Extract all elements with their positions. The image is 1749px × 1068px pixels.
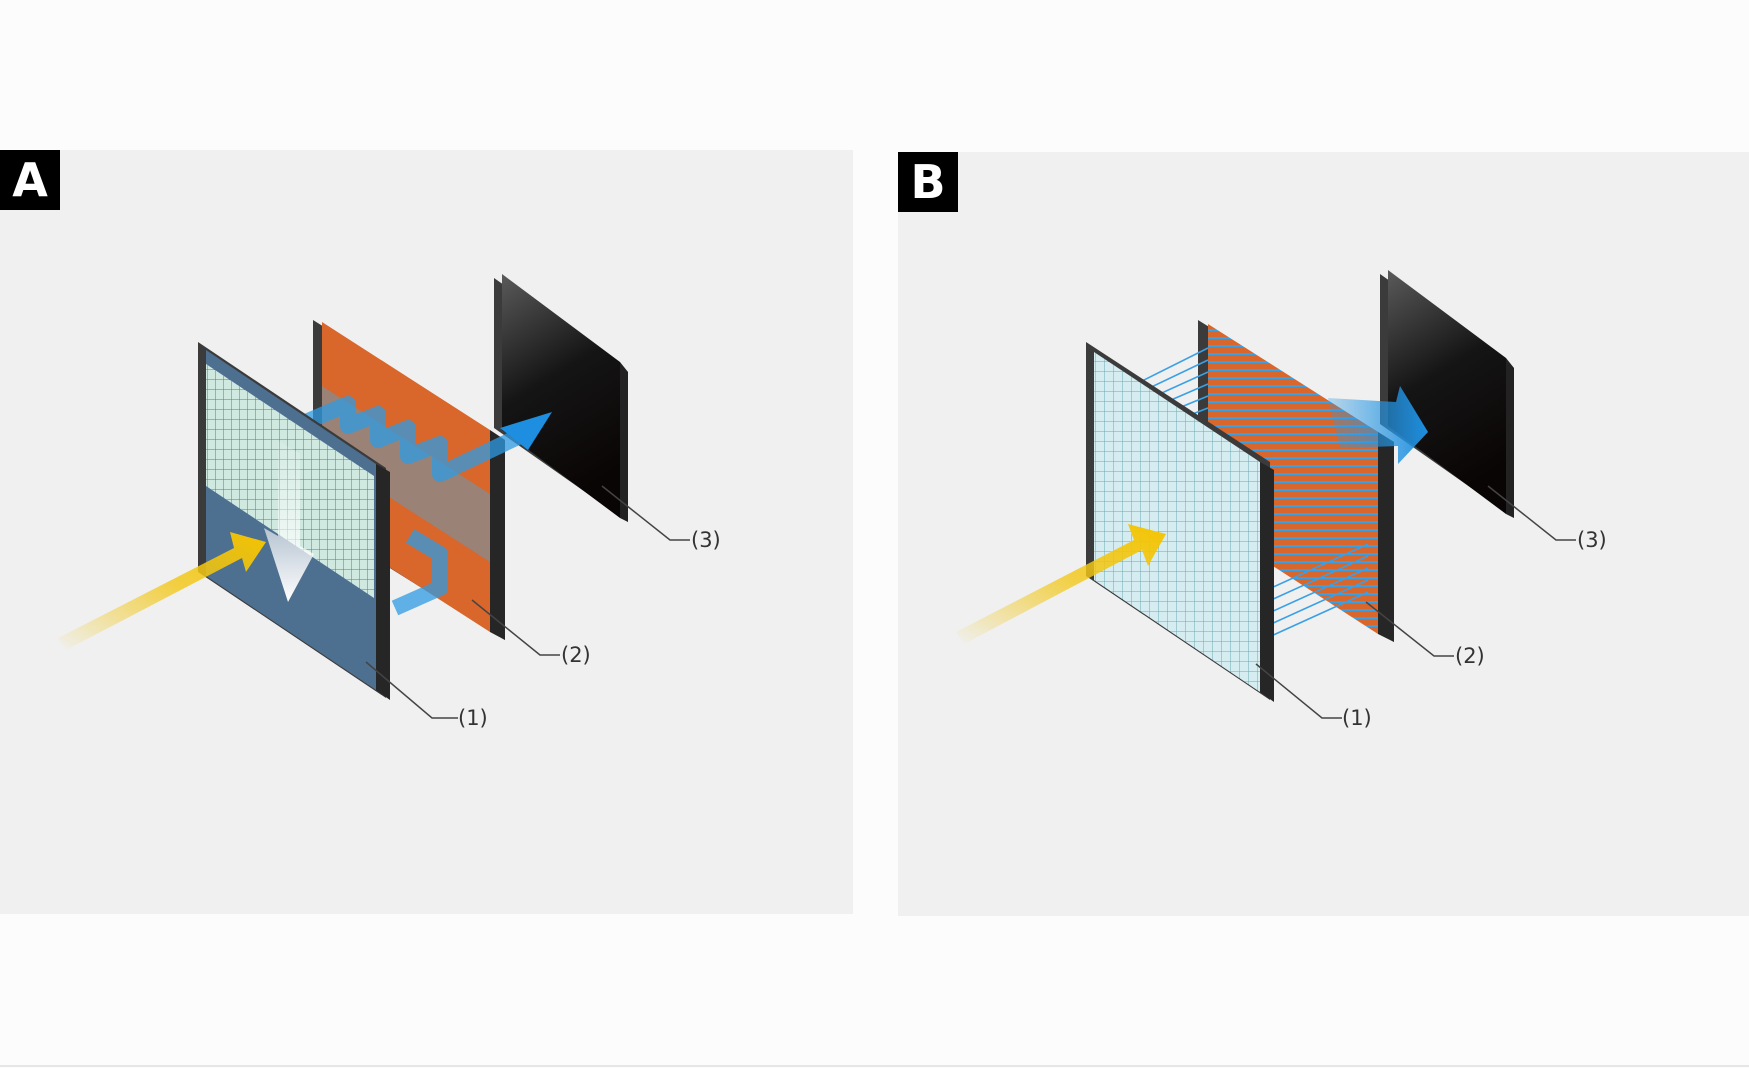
callout-label: (3) xyxy=(1577,528,1607,552)
panel-b-leader-lines xyxy=(1255,485,1576,719)
panel-a-light-arrow xyxy=(58,532,266,650)
diagram-panel-a: (1) (2) (3) A xyxy=(0,150,853,914)
panel-letter: A xyxy=(0,150,60,210)
panel-a-accumulator-plate xyxy=(313,320,505,640)
callout-label: (3) xyxy=(691,528,721,552)
callout-label: (1) xyxy=(458,706,488,730)
panel-a-transfer-arrows xyxy=(278,396,524,616)
bottom-divider xyxy=(0,1065,1749,1067)
panel-b-sensor-plate xyxy=(1086,342,1274,702)
panel-b-illustration: (1) (2) (3) xyxy=(956,270,1607,730)
panel-b-storage-plate xyxy=(1380,270,1514,518)
panel-b-accumulator-plate xyxy=(1198,320,1394,642)
panel-a-leader-lines xyxy=(365,485,690,719)
panel-a-illustration: (1) (2) (3) xyxy=(58,274,721,730)
diagram-panel-b: (1) (2) (3) B xyxy=(898,152,1749,916)
panel-a-readout-arrow xyxy=(264,440,314,602)
callout-label: (2) xyxy=(1455,644,1485,668)
callout-label: (1) xyxy=(1342,706,1372,730)
panel-a-output-arrow-head xyxy=(500,412,552,450)
panel-letter: B xyxy=(898,152,958,212)
panel-a-storage-plate xyxy=(494,274,628,522)
panel-b-light-arrow xyxy=(956,524,1166,644)
panel-b-output-arrow xyxy=(1328,386,1428,464)
callout-label: (2) xyxy=(561,643,591,667)
